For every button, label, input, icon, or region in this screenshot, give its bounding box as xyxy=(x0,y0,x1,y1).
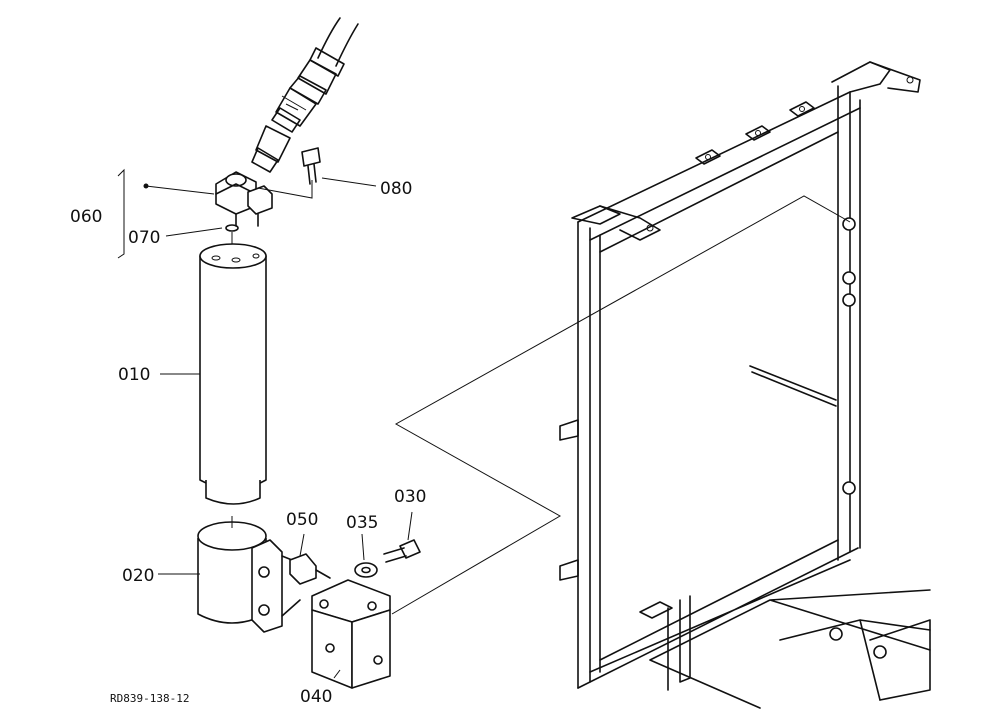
callout-070: 070 xyxy=(128,228,160,248)
part-060-block-fitting xyxy=(215,171,273,227)
part-030-bolt xyxy=(383,539,421,563)
callout-010: 010 xyxy=(118,365,150,385)
part-040-bracket xyxy=(311,579,391,689)
callout-040: 040 xyxy=(300,687,332,707)
part-050-nut xyxy=(289,553,331,585)
leader-bracket-to-frame xyxy=(391,195,851,615)
callout-020: 020 xyxy=(122,566,154,586)
part-035-washer xyxy=(354,562,378,578)
callout-035: 035 xyxy=(346,513,378,533)
callout-060: 060 xyxy=(70,207,102,227)
part-070-o-ring xyxy=(225,224,239,232)
callout-030: 030 xyxy=(394,487,426,507)
part-020-clamp-band xyxy=(197,521,301,633)
part-080-bolt xyxy=(257,147,321,199)
callout-080: 080 xyxy=(380,179,412,199)
condenser-frame xyxy=(559,61,931,709)
part-010-receiver-drier xyxy=(199,243,267,505)
drawing-reference: RD839-138-12 xyxy=(110,692,189,705)
callout-050: 050 xyxy=(286,510,318,530)
callout-leaders xyxy=(117,168,413,679)
hose-assembly xyxy=(251,17,359,173)
